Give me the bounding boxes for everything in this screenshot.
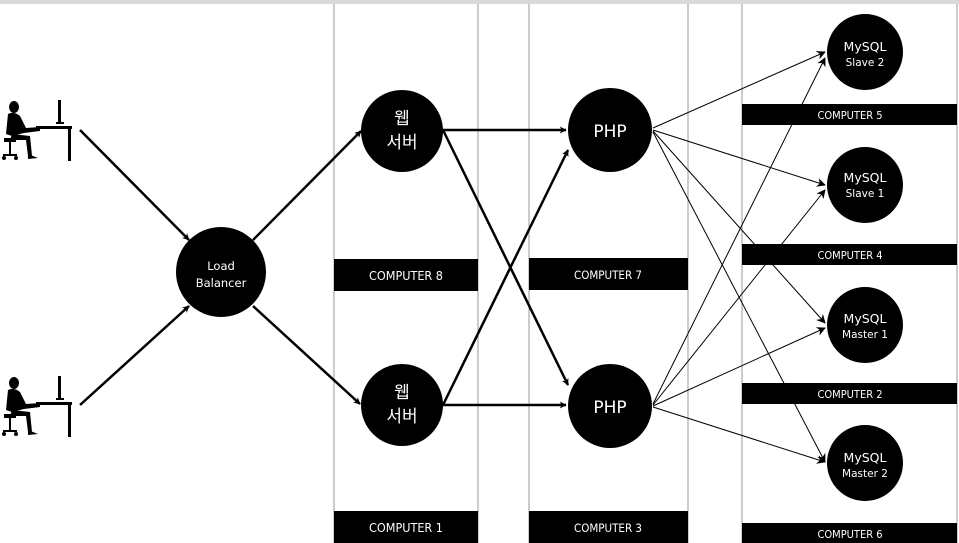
db-arrows [652, 51, 826, 464]
php-bottom-label: PHP [593, 398, 626, 418]
arrow-php-bottom-to-master1 [652, 327, 826, 407]
web-server-top-node: 웹 서버 [361, 90, 443, 172]
web-server-bottom-node: 웹 서버 [361, 364, 443, 446]
computer-6-label: COMPUTER 6 [817, 528, 882, 541]
computer-5-bar [742, 104, 957, 125]
php-top-node: PHP [568, 88, 652, 172]
mysql-master2-line1: MySQL [844, 450, 887, 465]
user-at-desk-icon [2, 376, 72, 437]
mysql-slave1-line2: Slave 1 [846, 188, 885, 200]
mysql-master1-node: MySQL Master 1 [827, 287, 903, 363]
load-balancer-line1: Load [207, 259, 235, 273]
computer-4-label: COMPUTER 4 [817, 249, 882, 262]
computer-6-bar [742, 523, 957, 543]
column-dividers [333, 4, 958, 543]
mysql-master1-line2: Master 1 [842, 329, 888, 341]
mysql-slave2-line2: Slave 2 [846, 57, 885, 69]
web-server-top-line1: 웹 [394, 109, 410, 129]
arrow-lb-to-web-bottom [252, 305, 361, 405]
computer-1-label: COMPUTER 1 [369, 520, 443, 535]
computer-2-bar [742, 383, 957, 404]
computer-2-label: COMPUTER 2 [817, 388, 882, 401]
mysql-slave2-line1: MySQL [844, 39, 887, 54]
computer-7-bar [529, 258, 688, 290]
computer-label-bars: COMPUTER 8 COMPUTER 1 COMPUTER 7 COMPUTE… [334, 104, 957, 543]
load-balancer-node: Load Balancer [176, 227, 266, 317]
mysql-slave1-node: MySQL Slave 1 [827, 147, 903, 223]
mysql-slave2-node: MySQL Slave 2 [827, 14, 903, 90]
computer-3-label: COMPUTER 3 [574, 521, 642, 535]
arrow-lb-to-web-top [252, 130, 362, 241]
arrow-user1-to-lb [79, 129, 190, 241]
computer-5-label: COMPUTER 5 [817, 109, 882, 122]
web-server-bottom-line1: 웹 [394, 383, 410, 403]
arrow-php-top-to-master1 [652, 130, 826, 324]
arrow-php-top-to-slave1 [652, 129, 826, 187]
computer-8-label: COMPUTER 8 [369, 268, 443, 283]
computer-4-bar [742, 244, 957, 265]
computer-7-label: COMPUTER 7 [574, 268, 642, 282]
arrow-web-top-to-php-bottom [441, 129, 570, 386]
user-at-desk-icon [2, 100, 72, 161]
arrow-php-bottom-to-master2 [652, 406, 826, 464]
arrow-php-top-to-slave2 [652, 51, 826, 129]
web-server-bottom-line2: 서버 [386, 407, 417, 427]
mysql-master2-node: MySQL Master 2 [827, 425, 903, 501]
top-border [0, 0, 959, 4]
computer-8-bar [334, 259, 478, 291]
mysql-master2-line2: Master 2 [842, 468, 888, 480]
mysql-slave1-line1: MySQL [844, 170, 887, 185]
arrow-php-bottom-to-slave2 [652, 57, 826, 405]
load-balancer-line2: Balancer [196, 276, 247, 290]
mysql-master1-line1: MySQL [844, 311, 887, 326]
computer-1-bar [334, 511, 478, 543]
computer-3-bar [529, 511, 688, 543]
web-server-top-line2: 서버 [386, 133, 417, 153]
php-top-label: PHP [593, 122, 626, 142]
primary-arrows [79, 126, 570, 409]
arrow-web-bottom-to-php-top [441, 149, 570, 406]
arrow-user2-to-lb [79, 305, 190, 406]
php-bottom-node: PHP [568, 364, 652, 448]
arrow-php-bottom-to-slave1 [652, 189, 826, 406]
